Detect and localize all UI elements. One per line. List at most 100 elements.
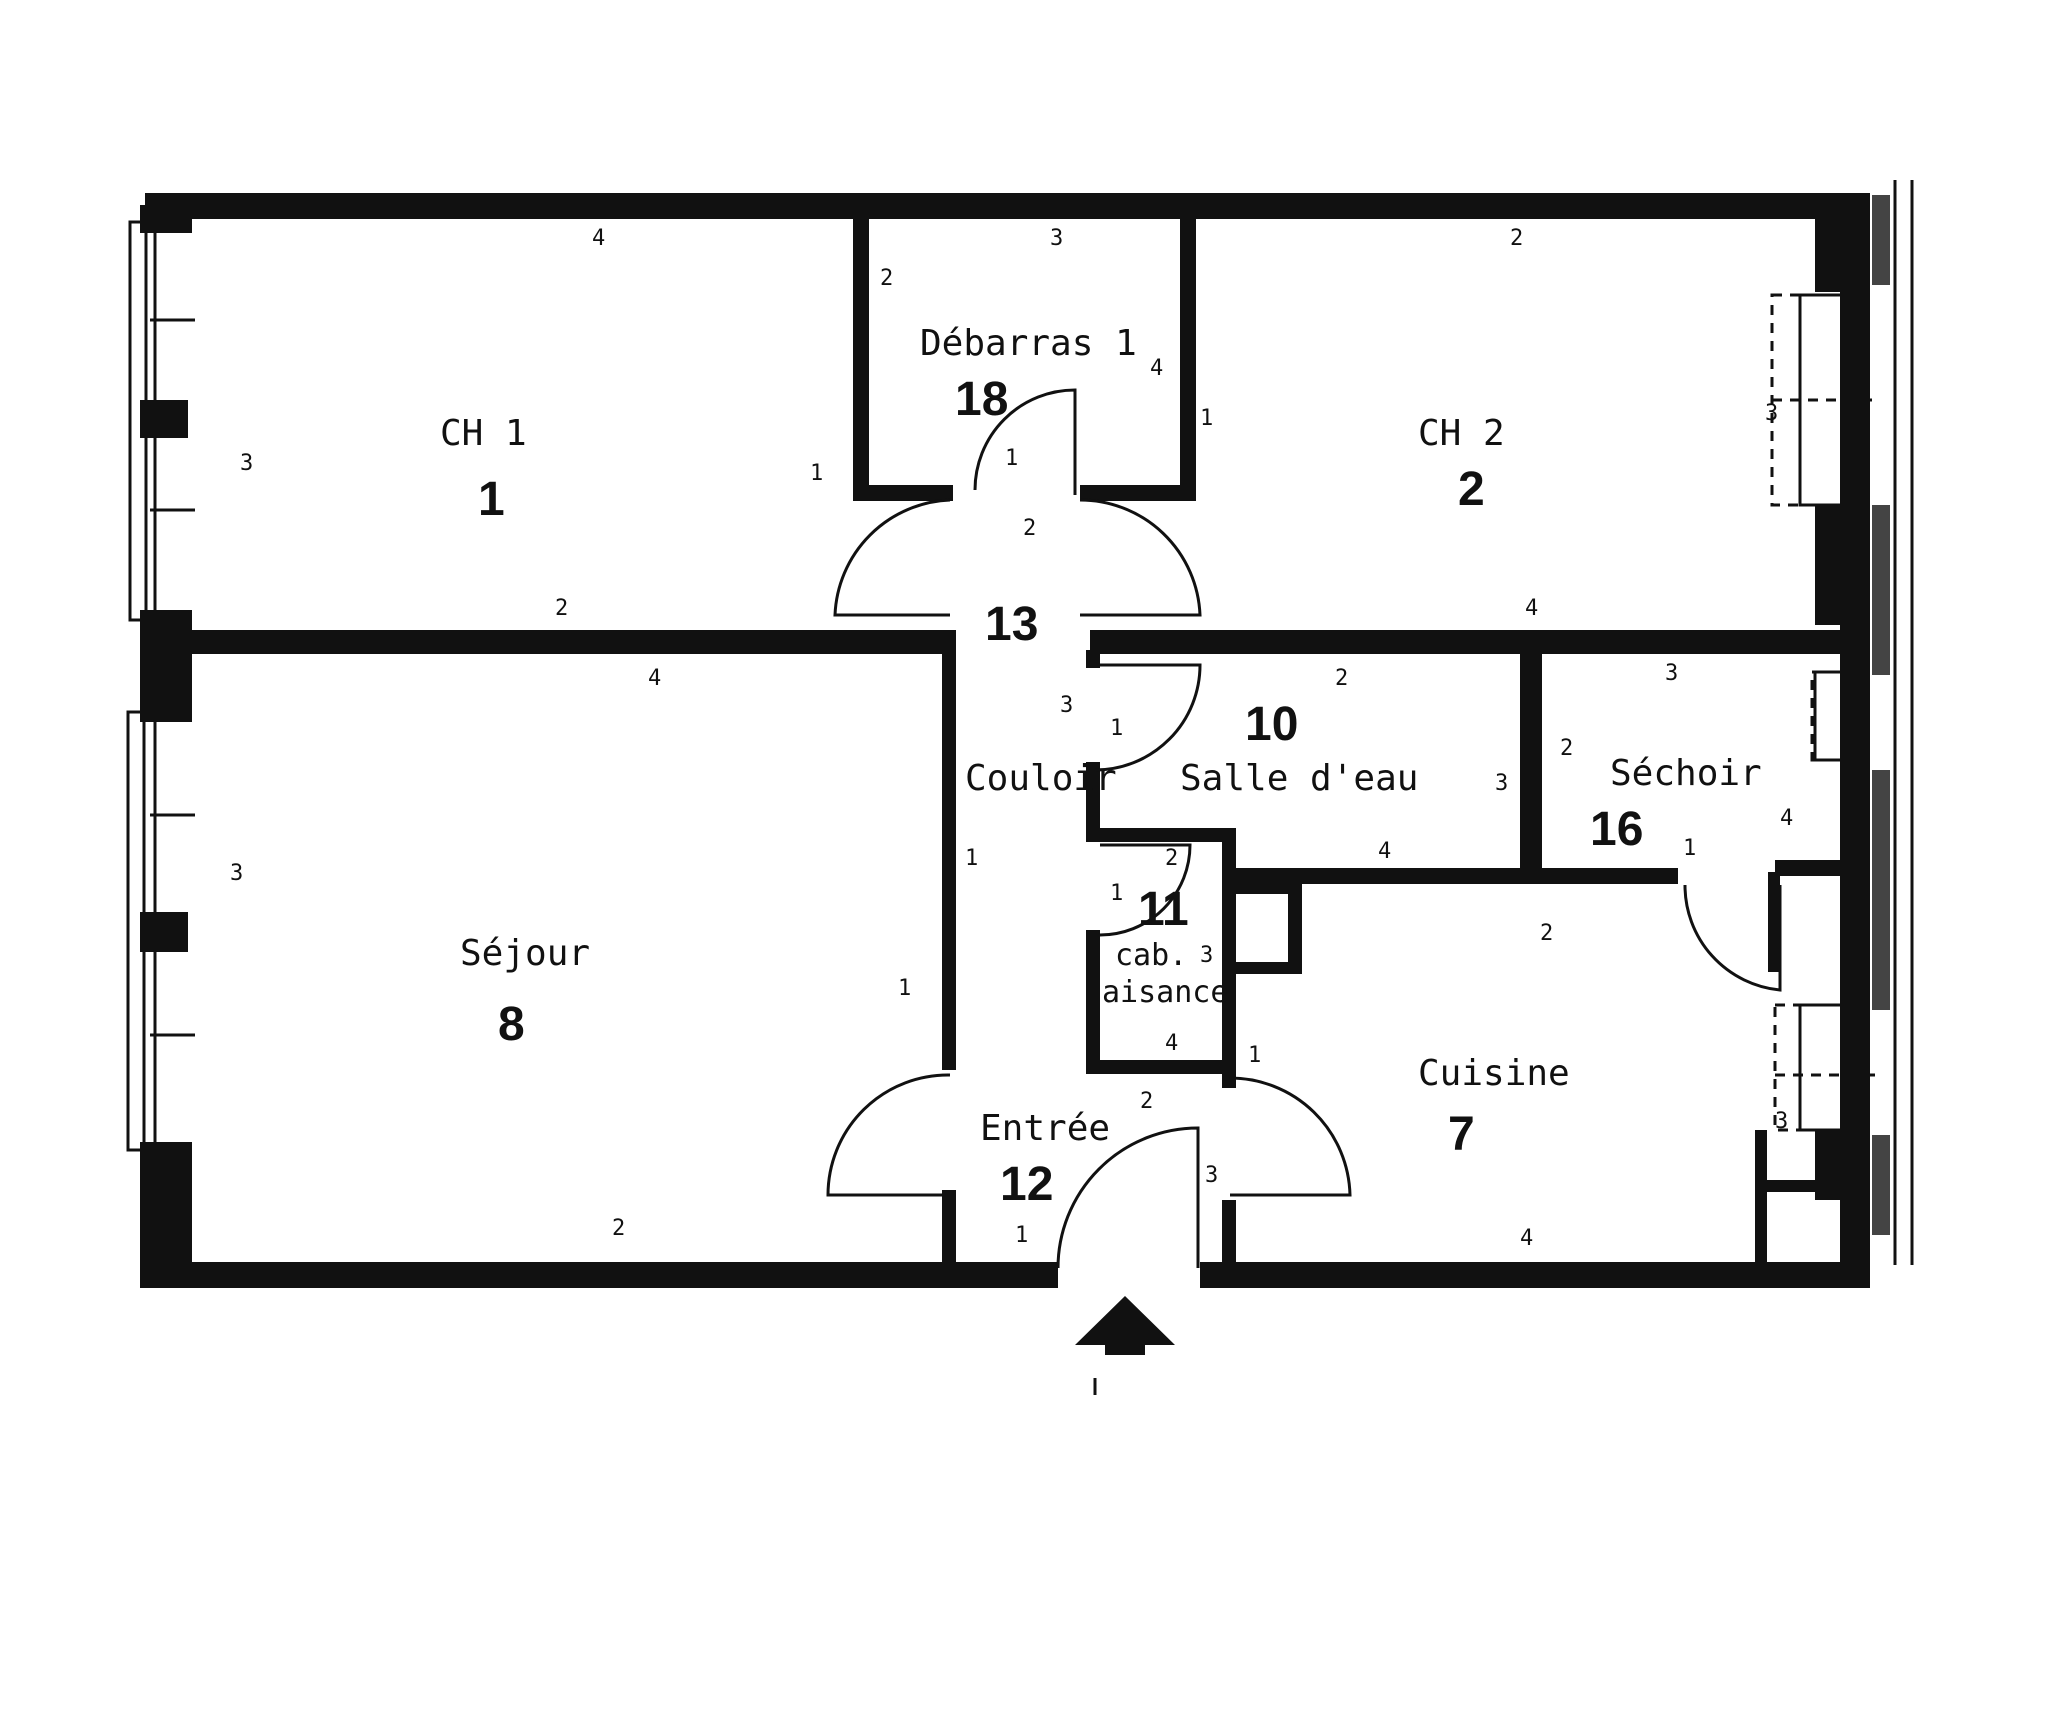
- mark-deb-right: 4: [1150, 356, 1163, 381]
- left-windows: [126, 220, 195, 1152]
- mark-sec-right: 4: [1780, 806, 1793, 831]
- room-name-ch1: CH 1: [440, 413, 527, 454]
- door-sejour[interactable]: [826, 1073, 951, 1197]
- top-wall: [145, 193, 1870, 219]
- wall-salle-cuisine: [1228, 868, 1678, 884]
- wall-debarras-ch2: [1180, 205, 1196, 495]
- bottom-wall-left: [140, 1262, 1058, 1288]
- mark-sej-left: 3: [230, 861, 243, 886]
- door-cuisine[interactable]: [1229, 1076, 1352, 1197]
- left-pier-5: [140, 1142, 192, 1288]
- mark-deb-top: 3: [1050, 226, 1063, 251]
- balcony-hatch-2: [1872, 505, 1890, 675]
- doors: [826, 388, 1782, 1269]
- left-pier-2: [140, 400, 188, 438]
- right-pier-1: [1815, 200, 1845, 292]
- mark-se-right: 3: [1495, 771, 1508, 796]
- mark-ch1-left: 3: [240, 451, 253, 476]
- mark-cui-left: 1: [1248, 1043, 1261, 1068]
- door-sechoir[interactable]: [1683, 884, 1782, 992]
- room-name-sechoir: Séchoir: [1610, 753, 1762, 794]
- mark-ch1-bottom: 2: [555, 596, 568, 621]
- mark-ch1-top: 4: [592, 226, 605, 251]
- door-wc[interactable]: [1099, 843, 1192, 937]
- mark-ch2-right: 3: [1765, 401, 1778, 426]
- niche-right: [1288, 882, 1302, 972]
- wall-entree-right: [1222, 1200, 1236, 1270]
- wall-corridor-left: [942, 630, 956, 1070]
- room-number-ch1: 1: [478, 473, 505, 526]
- mark-sec-top: 3: [1665, 661, 1678, 686]
- room-labels: CH 1 1 Débarras 1 18 CH 2 2 13 Couloir S…: [440, 323, 1762, 1211]
- window-cuisine: [1798, 1003, 1844, 1132]
- door-ch2[interactable]: [1079, 498, 1202, 617]
- room-name-debarras: Débarras 1: [920, 323, 1137, 364]
- mark-ch2-bottom: 4: [1525, 596, 1538, 621]
- right-pier-2: [1815, 505, 1845, 625]
- mark-ch2-top: 2: [1510, 226, 1523, 251]
- mark-wc-left: 1: [1110, 881, 1123, 906]
- door-salle-eau[interactable]: [1094, 663, 1202, 772]
- room-number-sejour: 8: [498, 998, 525, 1051]
- room-number-sechoir: 16: [1590, 803, 1643, 856]
- mark-sec-left: 2: [1560, 736, 1573, 761]
- mark-cor-left: 1: [965, 846, 978, 871]
- room-number-entree: 12: [1000, 1158, 1053, 1211]
- mark-se-top: 2: [1335, 666, 1348, 691]
- mark-sej-right: 1: [898, 976, 911, 1001]
- entrance-arrow-icon: [1075, 1296, 1175, 1395]
- wall-ch1-debarras: [853, 205, 869, 495]
- mark-wc-bottom: 4: [1165, 1031, 1178, 1056]
- mark-se-left: 1: [1110, 716, 1123, 741]
- mark-cor-top: 2: [1023, 516, 1036, 541]
- room-number-ch2: 2: [1458, 463, 1485, 516]
- mark-cui-bottom: 4: [1520, 1226, 1533, 1251]
- mark-sec-door: 1: [1683, 836, 1696, 861]
- wall-corridor-left-low: [942, 1190, 956, 1270]
- wall-salle-sechoir: [1520, 645, 1542, 873]
- left-pier-4: [140, 912, 188, 952]
- wall-ch2-salle: [1090, 630, 1845, 654]
- mark-wc-right: 3: [1200, 943, 1213, 968]
- wall-marks: 4 3 1 2 3 2 4 1 2 1 3 4 2 3 1 4 3 1 2 2 …: [230, 226, 1793, 1251]
- window-sejour: [126, 710, 146, 1152]
- door-ch1[interactable]: [833, 498, 951, 617]
- left-pier-1: [140, 205, 192, 233]
- room-number-debarras: 18: [955, 373, 1008, 426]
- wall-corridor-right: [1086, 762, 1100, 842]
- room-number-cab-aisance: 11: [1138, 883, 1189, 936]
- door-debarras[interactable]: [973, 388, 1077, 495]
- wall-wc-right: [1222, 828, 1236, 1088]
- mark-se-bottom: 4: [1378, 839, 1391, 864]
- room-name-sejour: Séjour: [460, 933, 590, 974]
- wall-debarras-bottom-left: [853, 485, 953, 501]
- room-name-salle-eau: Salle d'eau: [1180, 758, 1418, 799]
- room-name-cuisine: Cuisine: [1418, 1053, 1570, 1094]
- balcony-hatch-4: [1872, 1135, 1890, 1235]
- niche-bottom: [1228, 962, 1302, 974]
- mark-deb-door: 1: [1005, 446, 1018, 471]
- balcony-hatch-3: [1872, 770, 1890, 1010]
- mark-sej-top: 4: [648, 666, 661, 691]
- mark-ent-right: 3: [1205, 1163, 1218, 1188]
- cuisine-sill: [1755, 1180, 1845, 1192]
- cuisine-jamb-right: [1755, 1130, 1767, 1190]
- cuisine-jamb-low: [1755, 1180, 1767, 1270]
- wall-wc-top: [1086, 828, 1234, 842]
- left-pier-3: [140, 610, 192, 722]
- mark-sej-bottom: 2: [612, 1216, 625, 1241]
- door-entrance[interactable]: [1056, 1126, 1200, 1269]
- sechoir-jamb: [1768, 872, 1780, 972]
- room-name-couloir: Couloir: [965, 758, 1117, 799]
- mark-wc-top: 2: [1165, 846, 1178, 871]
- mark-ch1-right: 1: [810, 461, 823, 486]
- bottom-wall-right: [1200, 1262, 1870, 1288]
- room-name-ch2: CH 2: [1418, 413, 1505, 454]
- interior-walls: [190, 205, 1845, 1270]
- room-name-cab-aisance-1: cab.: [1115, 938, 1187, 973]
- mark-cui-right: 3: [1775, 1109, 1788, 1134]
- niche-top: [1228, 882, 1298, 894]
- balcony-hatch-1: [1872, 195, 1890, 285]
- room-number-salle-eau: 10: [1245, 698, 1298, 751]
- wall-ch1-sejour: [190, 630, 942, 654]
